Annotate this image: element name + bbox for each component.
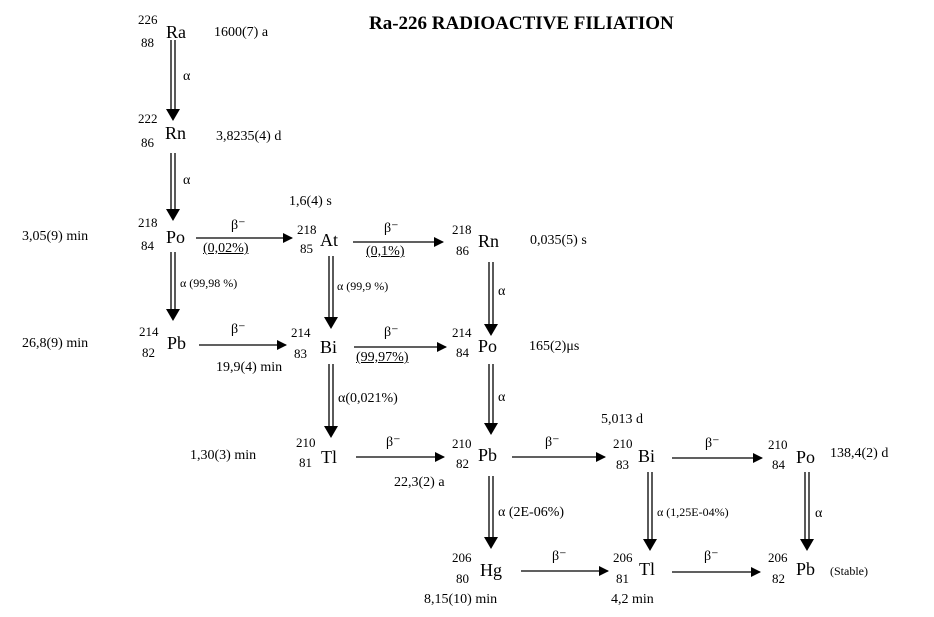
beta-label-bi214-po214: β⁻ [384,325,399,340]
element-symbol: Pb [796,559,816,579]
half-life-rn218: 0,035(5) s [530,233,587,248]
arrow-po214-pb210 [484,364,498,435]
stable-label: (Stable) [830,564,868,578]
element-symbol: Tl [639,559,655,579]
element-symbol: Pb [478,445,498,465]
beta-label-tl206-pb206: β⁻ [704,549,719,564]
mass-number: 210 [296,435,316,450]
mass-number: 210 [768,437,788,452]
mass-number: 218 [297,222,317,237]
half-life-po214: 165(2)μs [529,339,580,354]
branch-at218-bi214: α (99,9 %) [337,279,389,293]
mass-number: 214 [452,325,472,340]
mass-number: 210 [613,436,633,451]
atomic-number: 83 [616,457,629,472]
half-life-pb210: 22,3(2) a [394,475,445,490]
mass-number: 206 [613,550,633,565]
half-life-pb214: 26,8(9) min [22,336,89,351]
beta-label-hg206-tl206: β⁻ [552,549,567,564]
arrow-bi214-tl210 [324,364,338,438]
branch-at218-rn218: (0,1%) [366,244,405,259]
mass-number: 218 [452,222,472,237]
element-symbol: Ra [166,22,186,42]
half-life-tl206: 4,2 min [611,592,654,607]
branch-bi214-tl210: α(0,021%) [338,391,398,406]
atomic-number: 85 [300,241,313,256]
element-symbol: Pb [167,333,187,353]
beta-label-pb210-bi210: β⁻ [545,435,560,450]
element-symbol: Po [478,336,498,356]
branch-bi210-tl206: α (1,25E-04%) [657,505,729,519]
atomic-number: 86 [456,243,469,258]
half-life-bi214: 19,9(4) min [216,360,283,375]
arrow-rn218-po214 [484,262,498,336]
atomic-number: 84 [456,345,469,360]
half-life-hg206: 8,15(10) min [424,592,498,607]
arrow-pb210-hg206 [484,476,498,549]
arrow-po210-pb206 [800,472,814,551]
atomic-number: 81 [299,455,312,470]
mass-number: 206 [768,550,788,565]
beta-label-po218-at218: β⁻ [231,218,246,233]
element-symbol: Bi [638,446,656,466]
arrow-at218-bi214 [324,256,338,329]
alpha-label-rn218: α [498,284,506,299]
alpha-label-ra226: α [183,69,191,84]
half-life-ra226: 1600(7) a [214,25,269,40]
element-symbol: Po [166,227,186,247]
mass-number: 226 [138,12,158,27]
mass-number: 214 [139,324,159,339]
mass-number: 218 [138,215,158,230]
atomic-number: 82 [456,456,469,471]
atomic-number: 84 [141,238,154,253]
branch-bi214-po214: (99,97%) [356,350,409,365]
atomic-number: 82 [142,345,155,360]
alpha-label-rn222: α [183,173,191,188]
element-symbol: Po [796,447,816,467]
mass-number: 222 [138,111,158,126]
beta-label-at218-rn218: β⁻ [384,221,399,236]
branch-po218-at218: (0,02%) [203,241,249,256]
beta-label-tl210-pb210: β⁻ [386,435,401,450]
beta-label-pb214-bi214: β⁻ [231,322,246,337]
beta-label-bi210-po210: β⁻ [705,436,720,451]
arrow-po218-pb214 [166,252,180,321]
atomic-number: 83 [294,346,307,361]
mass-number: 214 [291,325,311,340]
branch-pb210-hg206: α (2E-06%) [498,505,565,520]
arrow-ra226-rn222 [166,40,180,121]
half-life-po218: 3,05(9) min [22,229,89,244]
atomic-number: 84 [772,457,785,472]
half-life-rn222: 3,8235(4) d [216,129,282,144]
element-symbol: Bi [320,337,338,357]
half-life-bi210: 5,013 d [601,412,643,427]
element-symbol: Rn [165,123,187,143]
half-life-po210: 138,4(2) d [830,446,889,461]
alpha-label-po210: α [815,506,823,521]
diagram-title: Ra-226 RADIOACTIVE FILIATION [369,13,674,34]
half-life-at218: 1,6(4) s [289,194,332,209]
atomic-number: 81 [616,571,629,586]
element-symbol: At [320,230,338,250]
alpha-label-po214: α [498,390,506,405]
atomic-number: 88 [141,35,154,50]
mass-number: 206 [452,550,472,565]
half-life-tl210: 1,30(3) min [190,448,257,463]
element-symbol: Hg [480,560,502,580]
mass-number: 210 [452,436,472,451]
element-symbol: Tl [321,447,337,467]
atomic-number: 80 [456,571,469,586]
arrow-rn222-po218 [166,153,180,221]
atomic-number: 86 [141,135,154,150]
arrow-bi210-tl206 [643,472,657,551]
branch-po218-pb214: α (99,98 %) [180,276,238,290]
element-symbol: Rn [478,231,500,251]
atomic-number: 82 [772,571,785,586]
